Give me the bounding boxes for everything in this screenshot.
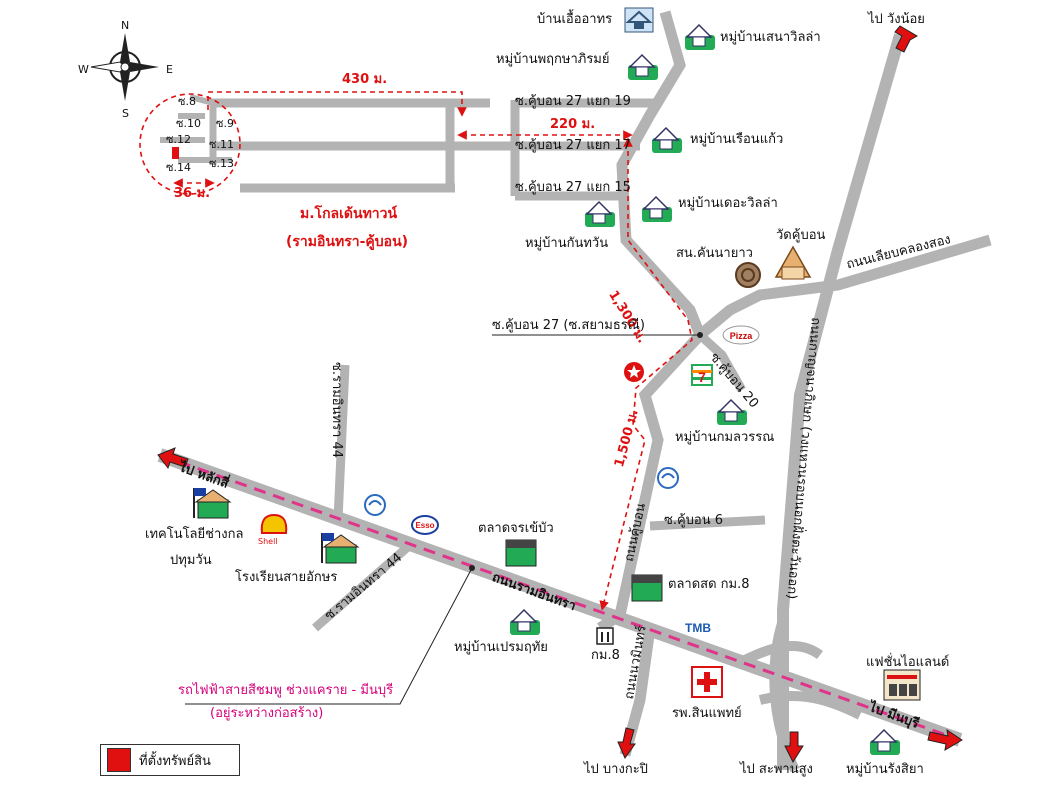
ptt-station-icon [364, 467, 679, 516]
place-fashion-island: แฟชั่นไอแลนด์ [866, 655, 950, 670]
tmb-bank-label: TMB [685, 621, 711, 635]
shell-station-icon [260, 513, 288, 534]
street-ramintra44-top: ซ.รามอินทรา 44 [329, 362, 344, 459]
seven-eleven-icon: 7 [691, 364, 713, 386]
street-kubon27-17: ซ.คู้บอน 27 แยก 17 [515, 138, 631, 153]
caltex-icon [624, 362, 644, 382]
pizza-label: Pizza [730, 331, 754, 341]
school-icon [193, 488, 360, 564]
direction-wangnoi: ไป วังน้อย [868, 12, 925, 27]
place-wat-kubon: วัดคู้บอน [776, 228, 826, 243]
pizza-icon: Pizza [722, 325, 760, 345]
market-icon [505, 539, 663, 602]
seven-label: 7 [698, 369, 706, 385]
pink-line-rail [159, 453, 961, 742]
temple-icon [774, 245, 812, 280]
distance-36: 36 ม. [174, 186, 211, 201]
place-talat-jorakhebua: ตลาดจรเข้บัว [478, 521, 554, 536]
place-technology-school: เทคโนโลยีช่างกล [145, 527, 244, 542]
place-shell: Shell [258, 537, 278, 546]
place-kamonwan: หมู่บ้านกมลวรรณ [675, 430, 775, 445]
street-kubon6: ซ.คู้บอน 6 [664, 513, 724, 528]
place-ban-ueaartorn: บ้านเอื้ออาทร [537, 12, 613, 27]
distance-220: 220 ม. [550, 117, 596, 132]
property-location-marker[interactable] [172, 147, 179, 159]
street-kubon27-15: ซ.คู้บอน 27 แยก 15 [515, 180, 631, 195]
project-subtitle: (รามอินทรา-คู้บอน) [286, 234, 409, 250]
place-pinthon: หมู่บ้านพฤกษาภิรมย์ [496, 52, 610, 67]
place-premruethai: หมู่บ้านเปรมฤทัย [454, 640, 548, 655]
esso-label: Esso [415, 521, 434, 530]
street-kubon27: ซ.คู้บอน 27 (ซ.สยามธรณี) [492, 318, 645, 333]
esso-station-icon: Esso [411, 515, 439, 535]
place-ruenkaew: หมู่บ้านเรือนแก้ว [690, 132, 784, 147]
compass-w: W [78, 63, 89, 76]
direction-saphansung: ไป สะพานสูง [740, 762, 813, 777]
compass-rose-icon [90, 33, 159, 101]
direction-bangkapi: ไป บางกะปิ [584, 762, 648, 777]
street-kubon27-19: ซ.คู้บอน 27 แยก 19 [515, 94, 631, 109]
fashion-island-icon [883, 669, 921, 701]
soi-8: ซ.8 [178, 95, 196, 108]
housing-authority-icon [624, 7, 654, 33]
legend-label: ที่ตั้งทรัพย์สิน [139, 753, 211, 769]
direction-arrows [157, 25, 963, 764]
place-rangsiya: หมู่บ้านรังสิยา [846, 762, 924, 777]
project-name: ม.โกลเด้นทาวน์ [300, 206, 398, 222]
compass-s: S [122, 107, 129, 120]
soi-14: ซ.14 [166, 161, 191, 174]
rail-note-label: (อยู่ระหว่างก่อสร้าง) [210, 706, 324, 721]
place-hospital: รพ.สินแพทย์ [672, 706, 742, 721]
police-station-icon [735, 262, 761, 288]
soi-13: ซ.13 [209, 157, 234, 170]
distance-routes [139, 91, 693, 611]
place-technology-school-2: ปทุมวัน [170, 553, 212, 568]
place-sena-villa: หมู่บ้านเสนาวิลล่า [720, 30, 821, 45]
place-the-villa: หมู่บ้านเดอะวิลล่า [678, 196, 778, 211]
place-saiaksorn-school: โรงเรียนสายอักษร [235, 570, 338, 585]
village-icons [510, 23, 900, 755]
rail-line-label: รถไฟฟ้าสายสีชมพู ช่วงแคราย - มีนบุรี [178, 683, 394, 698]
legend-property-swatch [107, 748, 131, 772]
compass-n: N [121, 19, 130, 32]
place-talat-km8: ตลาดสด กม.8 [668, 577, 750, 592]
map-legend: ที่ตั้งทรัพย์สิน [100, 744, 240, 776]
place-km8: กม.8 [591, 648, 620, 663]
km8-building-icon [596, 627, 614, 645]
distance-430: 430 ม. [342, 72, 388, 87]
compass-e: E [166, 63, 173, 76]
soi-10: ซ.10 [176, 117, 201, 130]
soi-12: ซ.12 [166, 133, 191, 146]
place-kannayao-police: สน.คันนายาว [676, 246, 753, 261]
place-kanthawan: หมู่บ้านกันทวัน [525, 236, 609, 251]
soi-11: ซ.11 [209, 138, 234, 151]
rail-callout-line [185, 567, 473, 705]
hospital-icon [691, 666, 723, 698]
soi-9: ซ.9 [216, 117, 234, 130]
